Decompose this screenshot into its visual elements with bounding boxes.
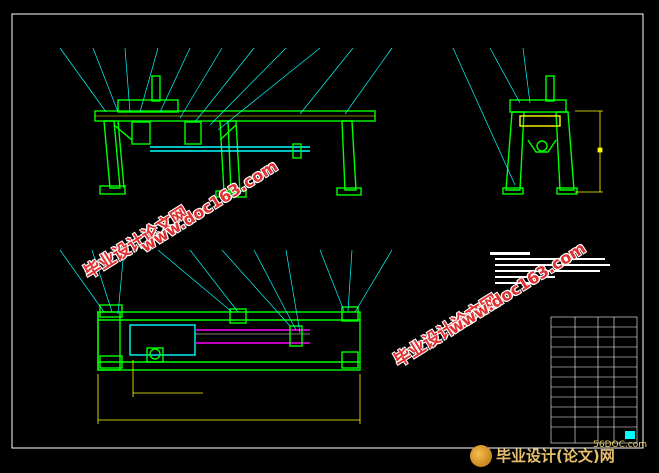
side-view-dimension <box>575 110 603 193</box>
parts-list-table <box>550 316 638 444</box>
front-elevation-leaders <box>59 47 393 131</box>
logo-emblem-icon <box>470 444 492 467</box>
technical-notes <box>490 252 610 284</box>
plan-view-leaders <box>59 249 393 334</box>
plan-view <box>97 304 361 371</box>
logo-text: 毕业设计(论文)网 <box>496 447 615 465</box>
site-logo: 毕业设计(论文)网 56DOC.com <box>470 440 655 469</box>
side-elevation-view <box>502 75 578 195</box>
logo-url: 56DOC.com <box>593 440 647 450</box>
drawing-border <box>11 13 644 449</box>
side-view-leaders <box>452 47 531 186</box>
plan-view-dimension <box>97 360 361 424</box>
front-elevation-view <box>94 75 376 198</box>
